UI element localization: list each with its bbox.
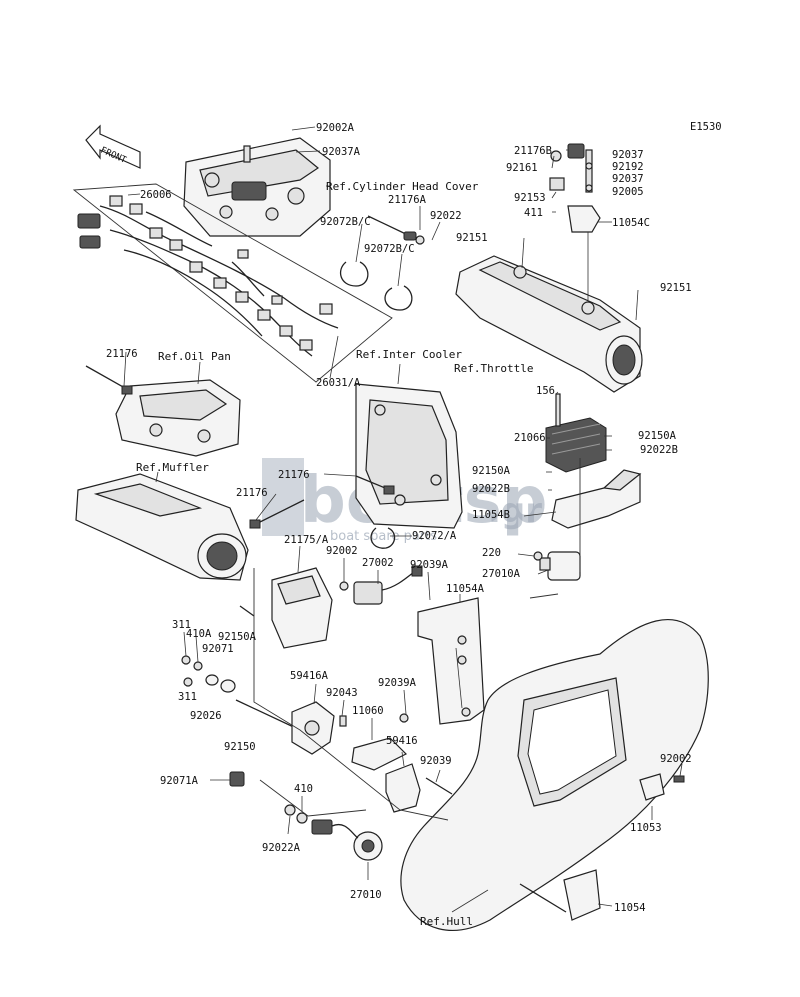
ecu-21175a <box>271 567 333 649</box>
label-410A: 410A <box>186 628 212 640</box>
label-92026: 92026 <box>190 710 222 722</box>
label-21176B: 21176B <box>514 145 552 157</box>
clamp-92072bc <box>339 261 413 311</box>
relay-27010a <box>533 551 581 581</box>
label-92043: 92043 <box>326 687 358 699</box>
watermark-tagline: boat spare parts <box>330 529 437 544</box>
label-59416: 59416 <box>386 735 418 747</box>
label-92037-a: 92037 <box>612 149 644 161</box>
bracket-11053 <box>639 773 685 801</box>
label-ref-hull: Ref.Hull <box>420 915 473 928</box>
label-92022A: 92022A <box>262 842 301 854</box>
label-27002: 27002 <box>362 557 394 569</box>
label-92071A: 92071A <box>160 775 199 787</box>
label-11054A: 11054A <box>446 583 485 595</box>
label-92072BC-2: 92072B/C <box>364 243 415 255</box>
label-92151-b: 92151 <box>660 282 692 294</box>
label-92002A: 92002A <box>316 122 355 134</box>
inter-cooler <box>355 383 463 529</box>
label-92039: 92039 <box>420 755 452 767</box>
watermark-tld: .gr <box>488 491 542 531</box>
sensor-21176-mid <box>249 475 395 529</box>
muffler <box>75 473 249 581</box>
label-92151-a: 92151 <box>456 232 488 244</box>
bracket-11054a <box>417 597 485 725</box>
label-26006: 26006 <box>140 189 172 201</box>
label-11054B: 11054B <box>472 509 510 521</box>
label-311-b: 311 <box>178 691 197 703</box>
label-27010A: 27010A <box>482 568 521 580</box>
label-21176-b: 21176 <box>278 469 310 481</box>
label-92039A-2: 92039A <box>378 677 417 689</box>
label-410: 410 <box>294 783 313 795</box>
bolt-92039 <box>399 713 453 795</box>
label-21176A: 21176A <box>388 194 427 206</box>
wiring-harness <box>77 195 339 357</box>
label-92150A-left: 92150A <box>218 631 257 643</box>
label-92161: 92161 <box>506 162 538 174</box>
label-11060: 11060 <box>352 705 384 717</box>
label-92072BC-1: 92072B/C <box>320 216 371 228</box>
connector-27002 <box>339 565 423 605</box>
label-92150: 92150 <box>224 741 256 753</box>
label-92037A: 92037A <box>322 146 361 158</box>
label-92002-b: 92002 <box>660 753 692 765</box>
label-11054C: 11054C <box>612 217 650 229</box>
spacer-92043 <box>339 715 408 771</box>
sensor-27010 <box>284 804 383 861</box>
label-26031A: 26031/A <box>316 377 361 389</box>
label-92072A: 92072/A <box>412 530 457 542</box>
label-21066: 21066 <box>514 432 546 444</box>
regulator-21066 <box>545 393 607 473</box>
bracket-11054c <box>549 143 601 233</box>
label-ref-inter-cooler: Ref.Inter Cooler <box>356 348 462 361</box>
clamp-92072a <box>370 527 396 549</box>
diagram-code: E1530 <box>690 121 722 133</box>
label-92150A-right: 92150A <box>638 430 677 442</box>
label-ref-cylinder: Ref.Cylinder Head Cover <box>326 180 479 193</box>
label-92150A-2: 92150A <box>472 465 511 477</box>
label-411: 411 <box>524 207 543 219</box>
label-156: 156 <box>536 385 555 397</box>
label-220: 220 <box>482 547 501 559</box>
label-ref-throttle: Ref.Throttle <box>454 362 533 375</box>
label-92071: 92071 <box>202 643 234 655</box>
intake-manifold <box>455 255 643 393</box>
label-21176-a: 21176 <box>106 348 138 360</box>
label-11053: 11053 <box>630 822 662 834</box>
label-92002-a: 92002 <box>326 545 358 557</box>
bracket-11054 <box>519 869 601 921</box>
label-92153: 92153 <box>514 192 546 204</box>
label-92005: 92005 <box>612 186 644 198</box>
part-labels: E1530 92002A 92037A 26006 Ref.Cylinder H… <box>106 121 722 928</box>
label-92022B-1: 92022B <box>640 444 678 456</box>
cylinder-head-cover <box>183 137 331 237</box>
label-21175A: 21175/A <box>284 534 329 546</box>
label-92022: 92022 <box>430 210 462 222</box>
label-92039A-1: 92039A <box>410 559 449 571</box>
front-arrow-icon: FRONT <box>85 124 141 169</box>
label-59416A: 59416A <box>290 670 329 682</box>
grommet-92071a <box>229 771 245 787</box>
hull <box>400 619 709 931</box>
label-ref-oil-pan: Ref.Oil Pan <box>158 350 231 363</box>
bracket-59416a <box>291 701 335 755</box>
grommet-92071 <box>181 605 301 731</box>
label-311-a: 311 <box>172 619 191 631</box>
oil-pan <box>85 365 241 457</box>
label-92022B-2: 92022B <box>472 483 510 495</box>
label-11054: 11054 <box>614 902 646 914</box>
sensor-21176a <box>367 215 425 245</box>
label-27010: 27010 <box>350 889 382 901</box>
cover-59416 <box>385 763 421 813</box>
label-21176-c: 21176 <box>236 487 268 499</box>
label-ref-muffler: Ref.Muffler <box>136 461 209 474</box>
bracket-11054b <box>551 469 642 529</box>
label-92192: 92192 <box>612 161 644 173</box>
label-92037-b: 92037 <box>612 173 644 185</box>
